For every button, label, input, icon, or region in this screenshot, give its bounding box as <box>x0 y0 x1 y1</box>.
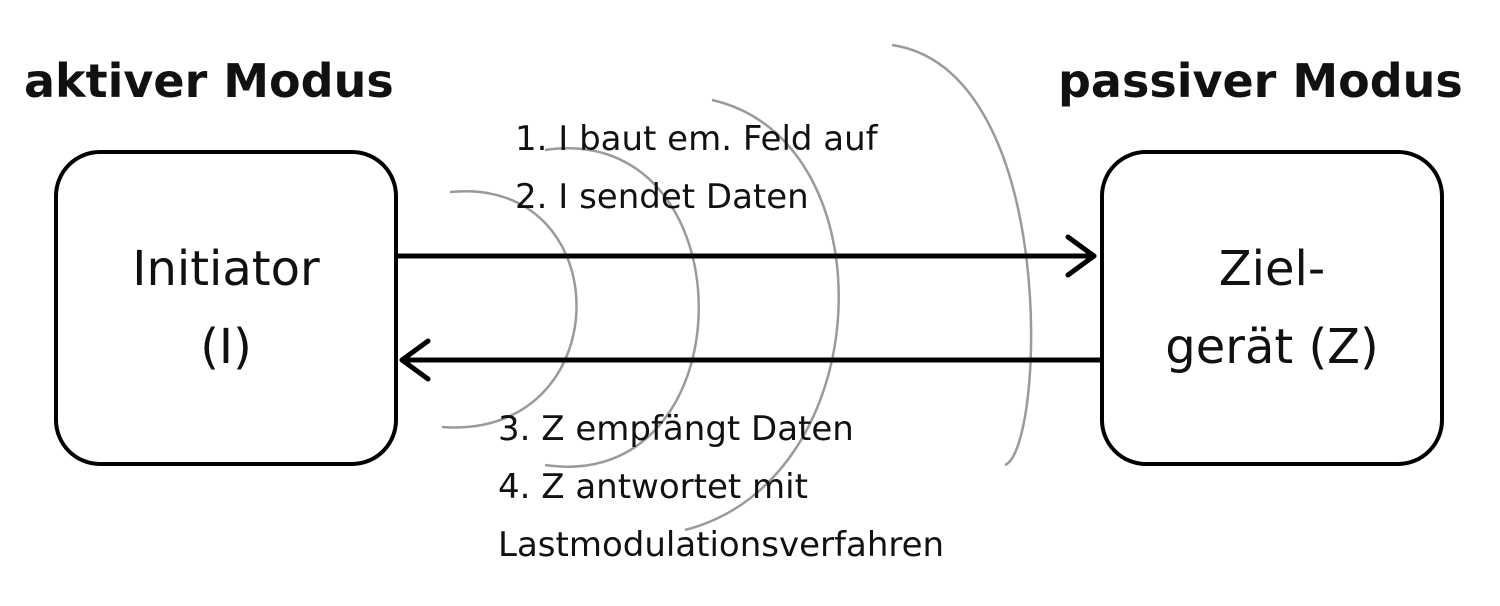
step-4-continued: Lastmodulationsverfahren <box>498 525 945 565</box>
target-label-line1: Ziel- <box>1218 241 1326 297</box>
step-3: 3. Z empfängt Daten <box>498 409 854 449</box>
initiator-label: Initiator <box>132 241 320 297</box>
field-wave-3 <box>684 98 840 532</box>
step-1: 1. I baut em. Feld auf <box>515 119 878 159</box>
steps-target: 3. Z empfängt Daten 4. Z antwortet mit L… <box>498 400 944 574</box>
target-label-line2: gerät (Z) <box>1165 319 1379 375</box>
field-wave-4 <box>891 43 1033 467</box>
initiator-box: Initiator (I) <box>54 150 398 466</box>
field-wave-2 <box>544 147 700 468</box>
arrowhead-left <box>399 338 431 382</box>
step-2: 2. I sendet Daten <box>515 177 809 217</box>
arrowhead-right <box>1065 234 1097 278</box>
heading-active-mode: aktiver Modus <box>24 54 394 108</box>
heading-passive-mode: passiver Modus <box>1058 54 1463 108</box>
field-waves <box>441 43 1033 532</box>
initiator-abbrev: (I) <box>200 319 252 375</box>
steps-initiator: 1. I baut em. Feld auf 2. I sendet Daten <box>515 110 878 226</box>
step-4: 4. Z antwortet mit <box>498 467 808 507</box>
field-wave-1 <box>441 190 578 429</box>
target-device-box: Ziel- gerät (Z) <box>1100 150 1444 466</box>
